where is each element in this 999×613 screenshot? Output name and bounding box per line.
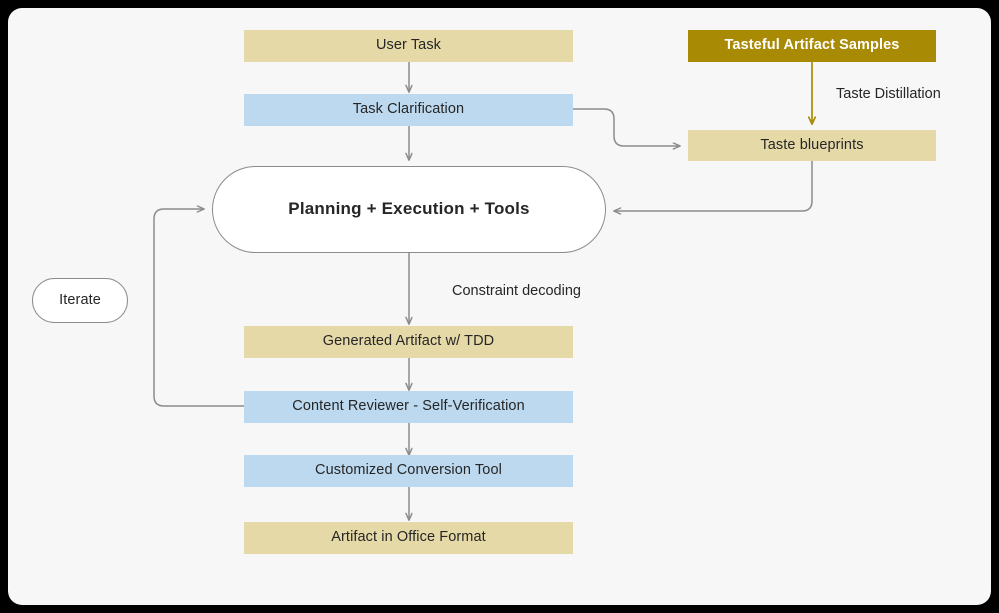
node-iterate-label: Iterate <box>59 291 101 308</box>
node-iterate[interactable]: Iterate <box>32 278 128 323</box>
node-taste-blueprints[interactable]: Taste blueprints <box>688 130 936 161</box>
node-artifact-office-format[interactable]: Artifact in Office Format <box>244 522 573 554</box>
node-task-clarification[interactable]: Task Clarification <box>244 94 573 126</box>
node-tasteful-artifact-samples-label: Tasteful Artifact Samples <box>724 37 900 54</box>
node-conversion-tool[interactable]: Customized Conversion Tool <box>244 455 573 487</box>
node-content-reviewer-label: Content Reviewer - Self-Verification <box>292 398 525 415</box>
edge-label-constraint-decoding-text: Constraint decoding <box>452 283 581 299</box>
node-tasteful-artifact-samples[interactable]: Tasteful Artifact Samples <box>688 30 936 62</box>
node-generated-artifact-label: Generated Artifact w/ TDD <box>322 333 495 350</box>
node-artifact-office-format-label: Artifact in Office Format <box>331 529 486 546</box>
edge-label-taste-distillation-text: Taste Distillation <box>836 86 941 102</box>
diagram-card: User Task Task Clarification Planning + … <box>8 8 991 605</box>
node-task-clarification-label: Task Clarification <box>352 101 465 118</box>
node-user-task[interactable]: User Task <box>244 30 573 62</box>
node-taste-blueprints-label: Taste blueprints <box>760 136 864 153</box>
edge-taste-blueprints-to-hub <box>614 160 813 211</box>
node-planning-execution-tools[interactable]: Planning + Execution + Tools <box>212 166 606 253</box>
node-content-reviewer[interactable]: Content Reviewer - Self-Verification <box>244 391 573 423</box>
node-generated-artifact[interactable]: Generated Artifact w/ TDD <box>244 326 573 358</box>
node-conversion-tool-label: Customized Conversion Tool <box>315 462 502 479</box>
edge-label-constraint-decoding: Constraint decoding <box>452 283 581 299</box>
edge-task-clarification-to-taste-blueprints <box>573 108 680 146</box>
node-planning-execution-tools-label: Planning + Execution + Tools <box>288 199 530 219</box>
edge-label-taste-distillation: Taste Distillation <box>836 86 941 102</box>
node-user-task-label: User Task <box>375 37 442 54</box>
